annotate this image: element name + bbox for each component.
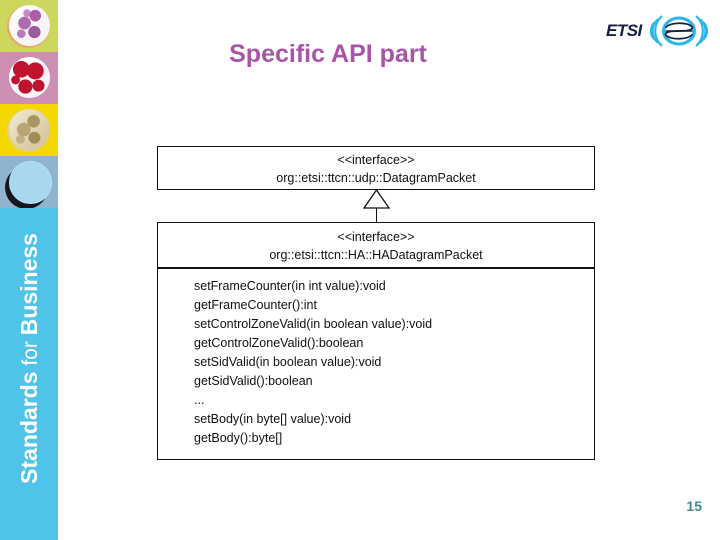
page-number: 15: [686, 498, 702, 514]
uml-method: getControlZoneValid():boolean: [194, 336, 364, 351]
uml-compartment-divider: [158, 267, 594, 270]
page-title: Specific API part: [229, 40, 427, 68]
sidebar-tile-red-earth: [0, 52, 58, 104]
generalization-stem: [376, 208, 377, 223]
hollow-triangle-icon: [363, 189, 391, 209]
sidebar-tile-blue-sphere: [0, 156, 58, 208]
tagline-part-business: Business: [15, 232, 42, 335]
uml-method: setFrameCounter(in int value):void: [194, 279, 386, 294]
decorative-sidebar: Standards for Business: [0, 0, 58, 540]
uml-method: getSidValid():boolean: [194, 374, 313, 389]
globe-icon: [9, 109, 50, 150]
uml-class-name: org::etsi::ttcn::HA::HADatagramPacket: [269, 248, 483, 263]
tagline-part-for: for: [18, 334, 42, 371]
sphere-icon: [9, 161, 52, 204]
tagline-part-standards: Standards: [15, 370, 42, 484]
uml-stereotype: <<interface>>: [337, 153, 415, 167]
uml-class-name: org::etsi::ttcn::udp::DatagramPacket: [276, 171, 476, 186]
uml-method: setSidValid(in boolean value):void: [194, 355, 382, 370]
etsi-globe-mark: [649, 15, 709, 47]
uml-class-header: <<interface>> org::etsi::ttcn::HA::HADat…: [158, 223, 594, 264]
uml-method: setControlZoneValid(in boolean value):vo…: [194, 317, 433, 332]
uml-method-ellipsis: ...: [194, 393, 205, 408]
uml-stereotype: <<interface>>: [337, 230, 415, 244]
uml-method: setBody(in byte[] value):void: [194, 412, 352, 427]
uml-class-hadatagrampacket[interactable]: <<interface>> org::etsi::ttcn::HA::HADat…: [157, 222, 595, 460]
globe-icon: [9, 5, 50, 46]
sidebar-tile-purple-moon: [0, 0, 58, 52]
uml-class-diagram: <<interface>> org::etsi::ttcn::udp::Data…: [157, 146, 597, 464]
sidebar-tagline: Standards for Business: [0, 208, 58, 508]
uml-method-compartment: setFrameCounter(in int value):void getFr…: [158, 269, 594, 448]
uml-class-datagrampacket[interactable]: <<interface>> org::etsi::ttcn::udp::Data…: [157, 146, 595, 190]
uml-generalization-arrow: [356, 189, 398, 223]
uml-method: getFrameCounter():int: [194, 298, 317, 313]
uml-method: getBody():byte[]: [194, 431, 283, 446]
etsi-wordmark-text: ETSI: [606, 21, 642, 40]
uml-class-header: <<interface>> org::etsi::ttcn::udp::Data…: [158, 147, 594, 187]
sidebar-tile-tan-moon: [0, 104, 58, 156]
globe-icon: [9, 57, 50, 98]
etsi-logo: ETSI: [602, 12, 710, 50]
